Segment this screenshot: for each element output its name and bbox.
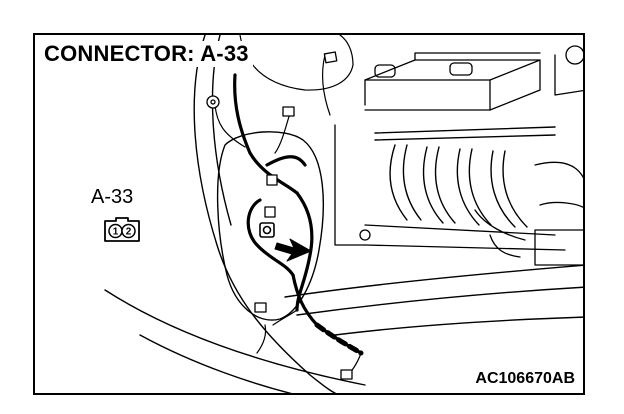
thin-wires (214, 35, 362, 380)
bumper-curve (104, 289, 366, 386)
headlamp-housing (216, 131, 324, 321)
harness-clips (206, 51, 353, 380)
figure-code: AC106670AB (471, 369, 575, 389)
connector-label: A-33 (91, 186, 134, 208)
pin-1-label: 1 (113, 227, 119, 238)
pin-2-label: 2 (126, 227, 132, 238)
bumper-curve-lower (139, 334, 292, 393)
hood-line (284, 264, 583, 298)
diagram-frame: CONNECTOR: A-33 A-33 1 2 AC106670AB (33, 33, 585, 395)
fender-outline (193, 35, 337, 393)
engine-bay-illustration (104, 35, 583, 393)
two-pin-connector-icon: 1 2 (104, 217, 140, 242)
wiring-harness (233, 73, 363, 355)
engine-block (334, 45, 583, 266)
battery (364, 52, 541, 111)
connector-title: CONNECTOR: A-33 (44, 41, 253, 67)
connector-a33-location (259, 222, 275, 238)
harness-stripes (314, 322, 364, 356)
hood-line-2 (296, 286, 583, 316)
front-panel (334, 316, 583, 336)
intake-manifold (374, 126, 556, 228)
location-arrow-icon (274, 238, 312, 262)
